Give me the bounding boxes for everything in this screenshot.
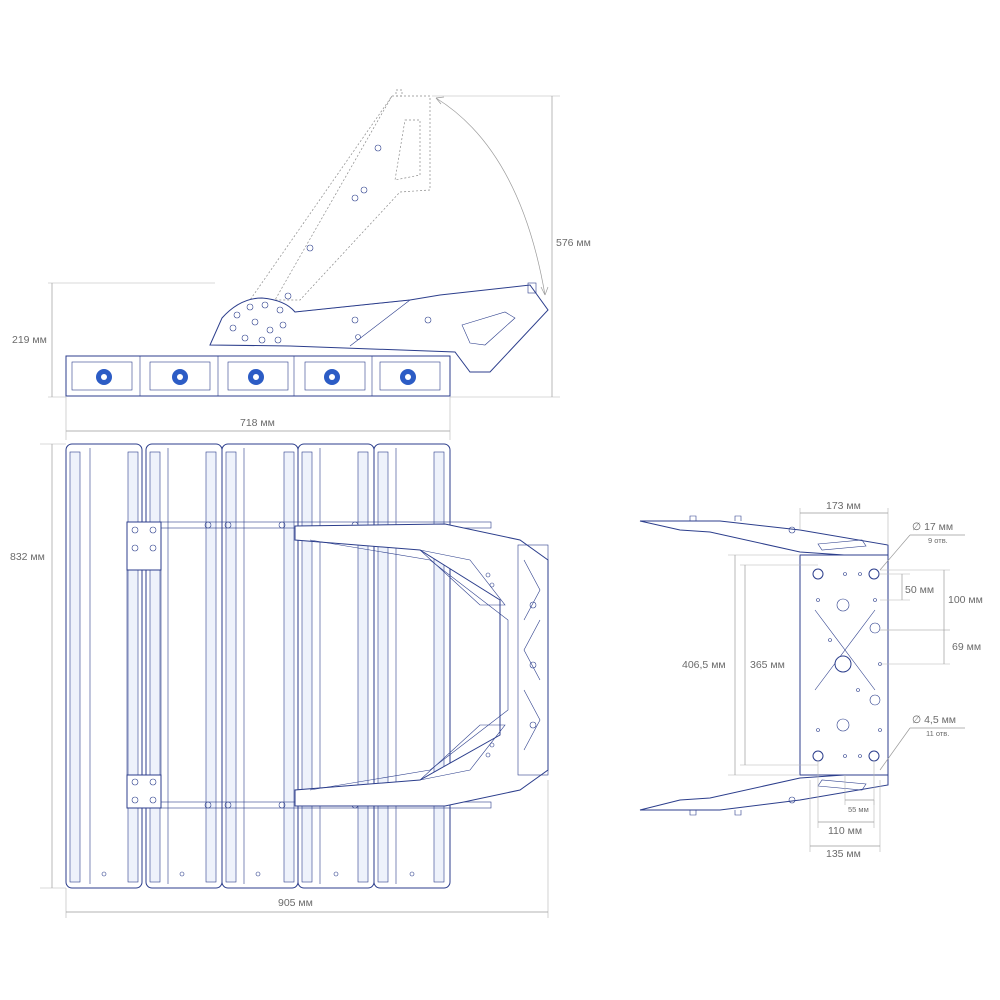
side-profile-view: 219 мм 576 мм 718 мм — [12, 89, 591, 440]
dim-55: 55 мм — [848, 805, 869, 814]
hole-small-count: 11 отв. — [926, 729, 949, 738]
dim-135: 135 мм — [826, 848, 861, 860]
module-row-profile — [65, 355, 451, 397]
dim-50: 50 мм — [905, 584, 934, 596]
plan-view: 832 мм 905 мм — [10, 443, 549, 918]
luminaire-modules — [65, 443, 451, 889]
hole-large-diameter: ∅ 17 мм — [912, 521, 953, 533]
dim-219: 219 мм — [12, 334, 47, 346]
raised-bracket-ghost — [249, 89, 431, 301]
dim-832: 832 мм — [10, 551, 45, 563]
rotation-arc — [435, 97, 546, 296]
lowered-bracket — [209, 284, 549, 373]
bracket-detail-view: 173 мм 406,5 мм 365 мм 50 мм 100 мм 69 м… — [639, 500, 983, 860]
dim-406-5: 406,5 мм — [682, 659, 726, 671]
dim-718: 718 мм — [240, 417, 275, 429]
dim-365: 365 мм — [750, 659, 785, 671]
dim-69: 69 мм — [952, 641, 981, 653]
hole-small-diameter: ∅ 4,5 мм — [912, 714, 956, 726]
dim-576: 576 мм — [556, 237, 591, 249]
hole-large-count: 9 отв. — [928, 536, 948, 545]
fan-icon — [96, 369, 416, 385]
dim-905: 905 мм — [278, 897, 313, 909]
plan-bracket — [294, 523, 549, 807]
dim-110: 110 мм — [828, 825, 862, 837]
dim-100: 100 мм — [948, 594, 983, 606]
dim-173: 173 мм — [826, 500, 861, 512]
pivot-holes — [229, 301, 287, 344]
